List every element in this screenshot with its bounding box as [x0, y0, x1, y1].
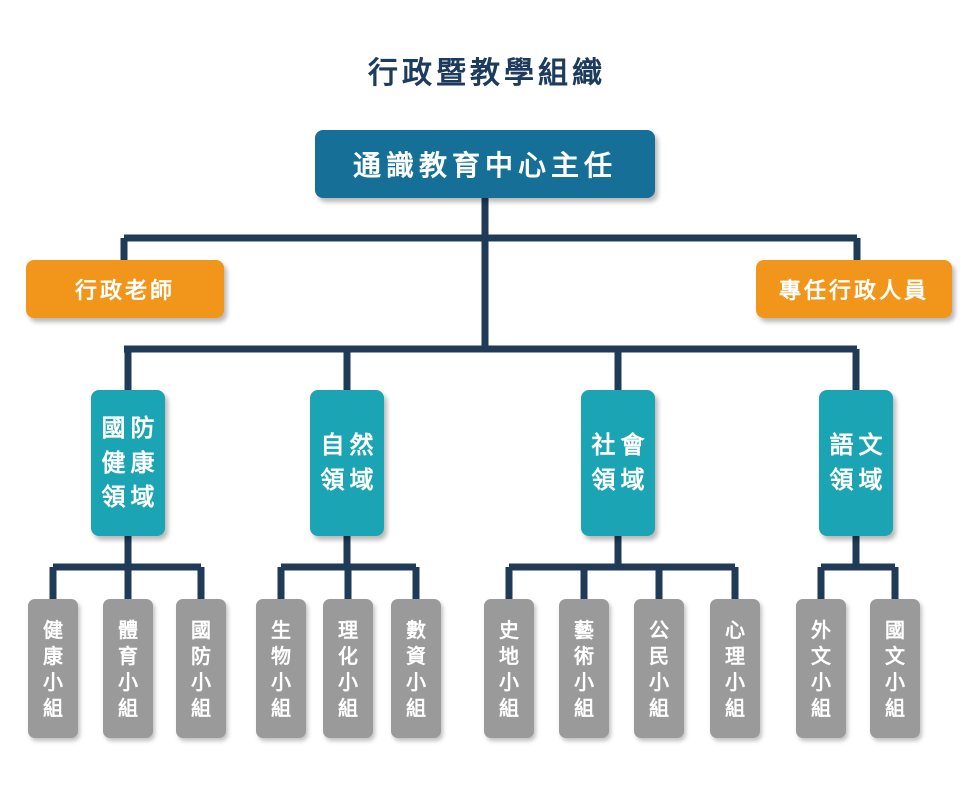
domain-defense-health-box: 國防健康領域: [91, 390, 165, 536]
group-biology-box: 生物小組: [256, 599, 306, 738]
domain-nature-box: 自然領域: [310, 390, 384, 536]
group-health-box: 健康小組: [28, 599, 78, 738]
chart-title: 行政暨教學組織: [368, 56, 606, 91]
admin-teacher-box: 行政老師: [26, 260, 224, 318]
group-physchem-box: 理化小組: [323, 599, 373, 738]
group-civics-box: 公民小組: [634, 599, 684, 738]
domain-language-box: 語文領域: [819, 390, 893, 536]
domain-society-box: 社會領域: [581, 390, 655, 536]
group-arts-box: 藝術小組: [559, 599, 609, 738]
group-pe-box: 體育小組: [103, 599, 153, 738]
admin-staff-box: 專任行政人員: [756, 260, 952, 318]
group-foreign-lang-box: 外文小組: [796, 599, 846, 738]
group-defense-box: 國防小組: [176, 599, 226, 738]
group-chinese-box: 國文小組: [870, 599, 920, 738]
group-history-geo-box: 史地小組: [484, 599, 534, 738]
director-box: 通識教育中心主任: [315, 130, 655, 198]
group-mathinfo-box: 數資小組: [391, 599, 441, 738]
group-psychology-box: 心理小組: [710, 599, 760, 738]
